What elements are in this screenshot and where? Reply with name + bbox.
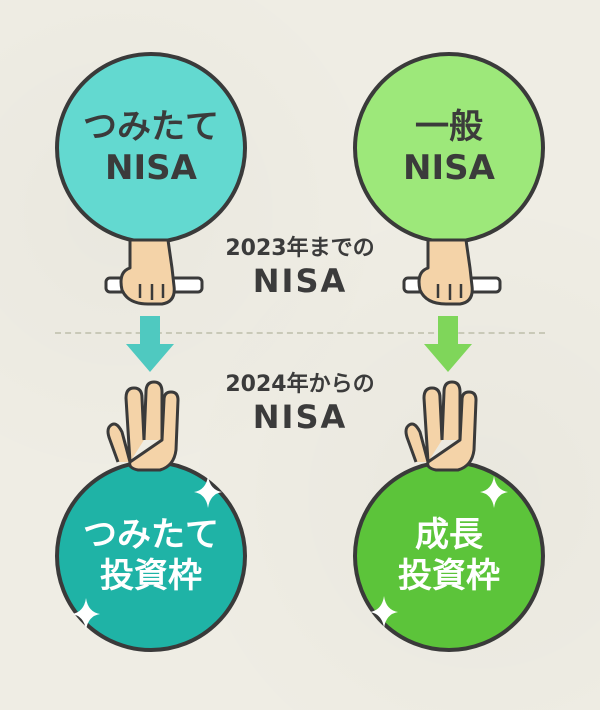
era-divider	[55, 332, 545, 334]
arrow-down-icon	[424, 316, 472, 372]
hand-holding-baton-icon	[104, 238, 204, 306]
sparkle-icon	[480, 476, 508, 508]
tsumitate-nisa-line2: NISA	[105, 148, 197, 188]
label-after-line1: 2024年からの	[225, 372, 375, 397]
label-before-line1: 2023年までの	[225, 236, 375, 261]
hand-holding-baton-icon	[402, 238, 502, 306]
tsumitate-toushiwaku-line1: つみたて	[83, 514, 219, 555]
tsumitate-nisa-circle: つみたて NISA	[55, 52, 247, 244]
sparkle-icon	[370, 596, 398, 628]
tsumitate-toushiwaku-line2: 投資枠	[100, 556, 202, 596]
tsumitate-nisa-line1: つみたて	[83, 106, 219, 147]
open-hand-icon	[106, 380, 180, 472]
label-after-line2: NISA	[252, 398, 348, 436]
sparkle-icon	[194, 476, 222, 508]
label-before-2023: 2023年までの NISA	[200, 230, 400, 300]
seicho-toushiwaku-line2: 投資枠	[398, 556, 500, 596]
seicho-toushiwaku-line1: 成長	[415, 514, 483, 555]
label-after-2024: 2024年からの NISA	[200, 366, 400, 436]
arrow-down-icon	[126, 316, 174, 372]
ippan-nisa-line2: NISA	[403, 148, 495, 188]
ippan-nisa-line1: 一般	[415, 106, 483, 147]
open-hand-icon	[404, 380, 478, 472]
sparkle-icon	[72, 598, 100, 630]
label-before-line2: NISA	[252, 262, 348, 300]
